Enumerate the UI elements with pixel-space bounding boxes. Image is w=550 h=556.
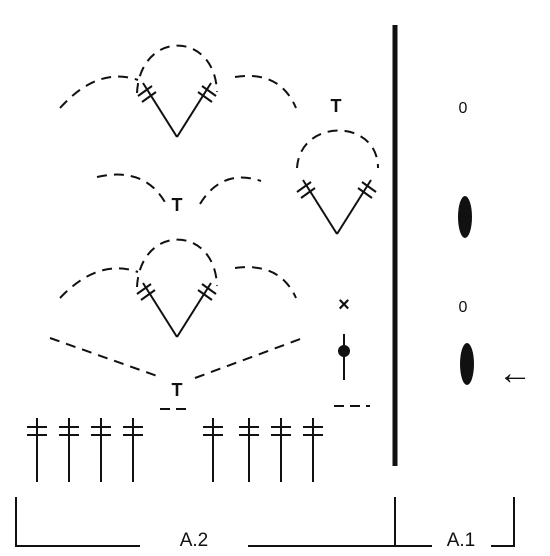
zero-marker-upper: 0 [459, 100, 468, 117]
tee-symbol-top: T [331, 96, 342, 116]
top-fan-double-trebles [137, 82, 217, 138]
tee-symbol-row3: T [172, 195, 183, 215]
base-trebles-left-group [27, 418, 143, 482]
row-marker-oval-upper [458, 196, 472, 238]
chart-label-a1: A.1 [447, 530, 476, 551]
right-fan-double-trebles [296, 179, 377, 235]
right-fan-chain-arc [296, 129, 379, 169]
row-marker-oval-lower [460, 343, 474, 385]
top-fan-chain-arcs [59, 44, 297, 109]
middle-fan-double-trebles [136, 282, 217, 338]
bracket-a1 [395, 497, 515, 547]
base-trebles-right-group [203, 418, 323, 482]
tee-symbol-row1: T [172, 380, 183, 400]
middle-fan-chain-arcs [59, 238, 297, 299]
row3-chain-arcs [96, 173, 262, 205]
zero-marker-lower: 0 [459, 299, 468, 316]
chart-label-a2: A.2 [180, 530, 209, 551]
base-chain-dashes [160, 405, 370, 410]
cross-symbol: × [338, 294, 350, 316]
slip-stitch-dot [338, 345, 350, 357]
start-arrow-icon: ← [498, 354, 532, 392]
row1-long-chains [49, 337, 304, 379]
